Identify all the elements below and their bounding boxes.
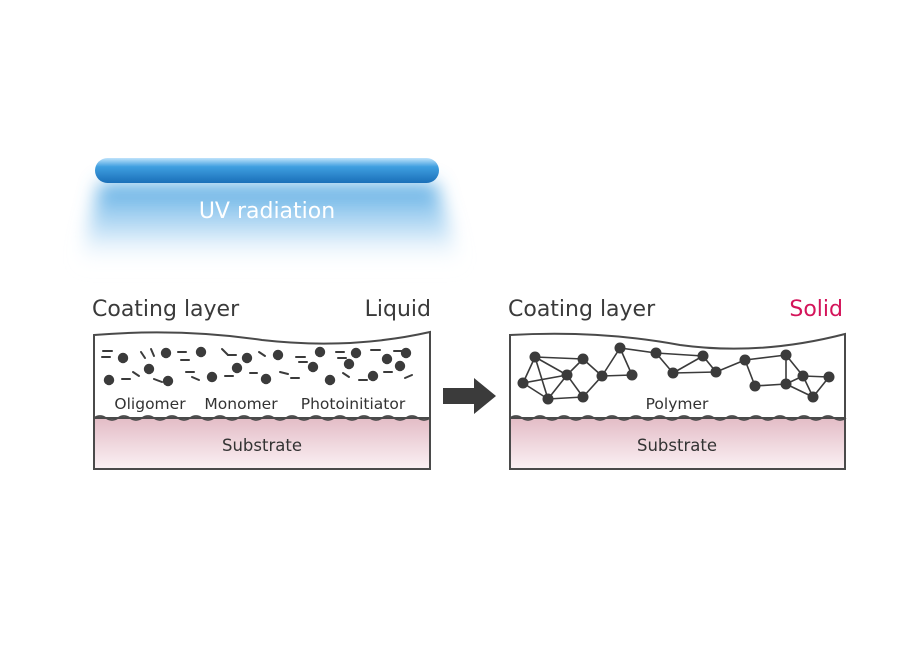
polymer-label: Polymer: [646, 395, 709, 413]
solid-state-label: Solid: [789, 297, 843, 322]
liquid-state-label: Liquid: [365, 297, 431, 322]
substrate-left: [93, 417, 431, 470]
substrate-label-left: Substrate: [222, 436, 302, 455]
uv-radiation-label: UV radiation: [199, 199, 335, 224]
uv-glow: [78, 183, 462, 268]
molecule-particles-left: [103, 346, 412, 387]
molecule-dashes-left: [101, 348, 413, 383]
uv-lamp-tube: [95, 158, 439, 183]
monomer-label: Monomer: [204, 395, 278, 413]
uv-source: UV radiation: [78, 158, 462, 268]
substrate-wave-left: [93, 415, 431, 421]
substrate-label-right: Substrate: [637, 436, 717, 455]
coating-layer-title-right: Coating layer: [508, 297, 656, 322]
right-arrow-icon: [443, 378, 496, 414]
substrate-wave-right: [509, 415, 847, 421]
solid-coating-panel: Coating layer Solid: [508, 297, 847, 470]
substrate-right: [509, 417, 846, 470]
liquid-coating-panel: Coating layer Liquid: [92, 297, 431, 470]
oligomer-label: Oligomer: [114, 395, 186, 413]
polymer-network: [517, 342, 835, 405]
coating-layer-title-left: Coating layer: [92, 297, 240, 322]
coating-layer-left: [93, 330, 431, 419]
photoinitiator-label: Photoinitiator: [301, 395, 406, 413]
